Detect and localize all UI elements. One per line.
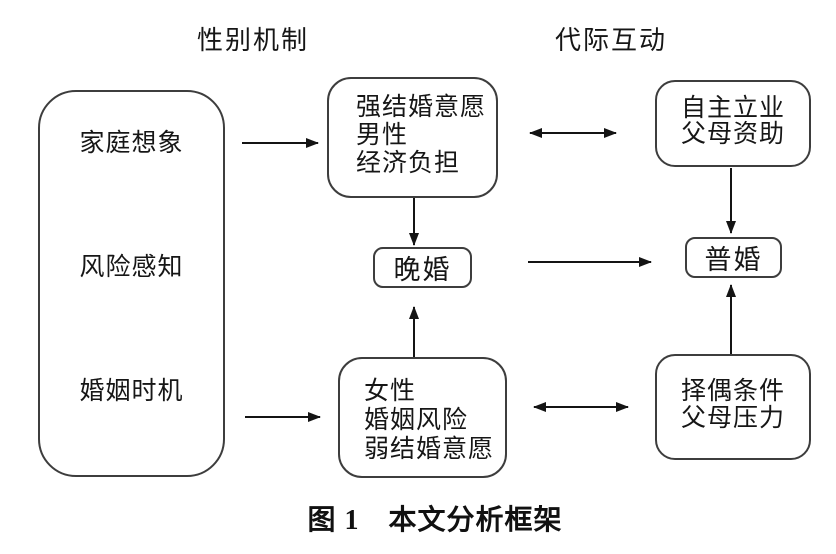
label-mate-selection-criteria: 择偶条件 xyxy=(680,378,785,405)
label-strong-marriage-intention: 强结婚意愿 xyxy=(356,94,487,121)
label-economic-burden: 经济负担 xyxy=(356,150,461,177)
node-background-factors: 家庭想象 风险感知 婚姻时机 xyxy=(38,90,225,477)
header-gender-mechanism: 性别机制 xyxy=(197,26,310,55)
label-marriage-timing: 婚姻时机 xyxy=(79,378,184,405)
label-parental-funding: 父母资助 xyxy=(680,121,785,148)
node-mate-selection-pressure: 择偶条件 父母压力 xyxy=(655,354,811,460)
label-male: 男性 xyxy=(356,122,409,149)
node-universal-marriage: 普婚 xyxy=(685,237,782,278)
label-weak-marriage-intention: 弱结婚意愿 xyxy=(364,436,495,463)
label-marriage-risk: 婚姻风险 xyxy=(364,407,469,434)
label-risk-perception: 风险感知 xyxy=(79,254,184,281)
label-universal-marriage: 普婚 xyxy=(704,245,763,275)
node-female-mechanism: 女性 婚姻风险 弱结婚意愿 xyxy=(338,357,507,478)
label-late-marriage: 晚婚 xyxy=(393,255,452,285)
label-family-imagination: 家庭想象 xyxy=(79,130,184,157)
node-independence-support: 自主立业 父母资助 xyxy=(655,80,811,167)
label-female: 女性 xyxy=(364,378,417,405)
figure-caption: 图 1 本文分析框架 xyxy=(307,505,563,536)
node-late-marriage: 晚婚 xyxy=(373,247,472,288)
label-parental-pressure: 父母压力 xyxy=(680,405,785,432)
label-independent-career: 自主立业 xyxy=(680,95,785,122)
node-male-mechanism: 强结婚意愿 男性 经济负担 xyxy=(327,77,498,198)
header-intergenerational-interaction: 代际互动 xyxy=(555,26,668,55)
